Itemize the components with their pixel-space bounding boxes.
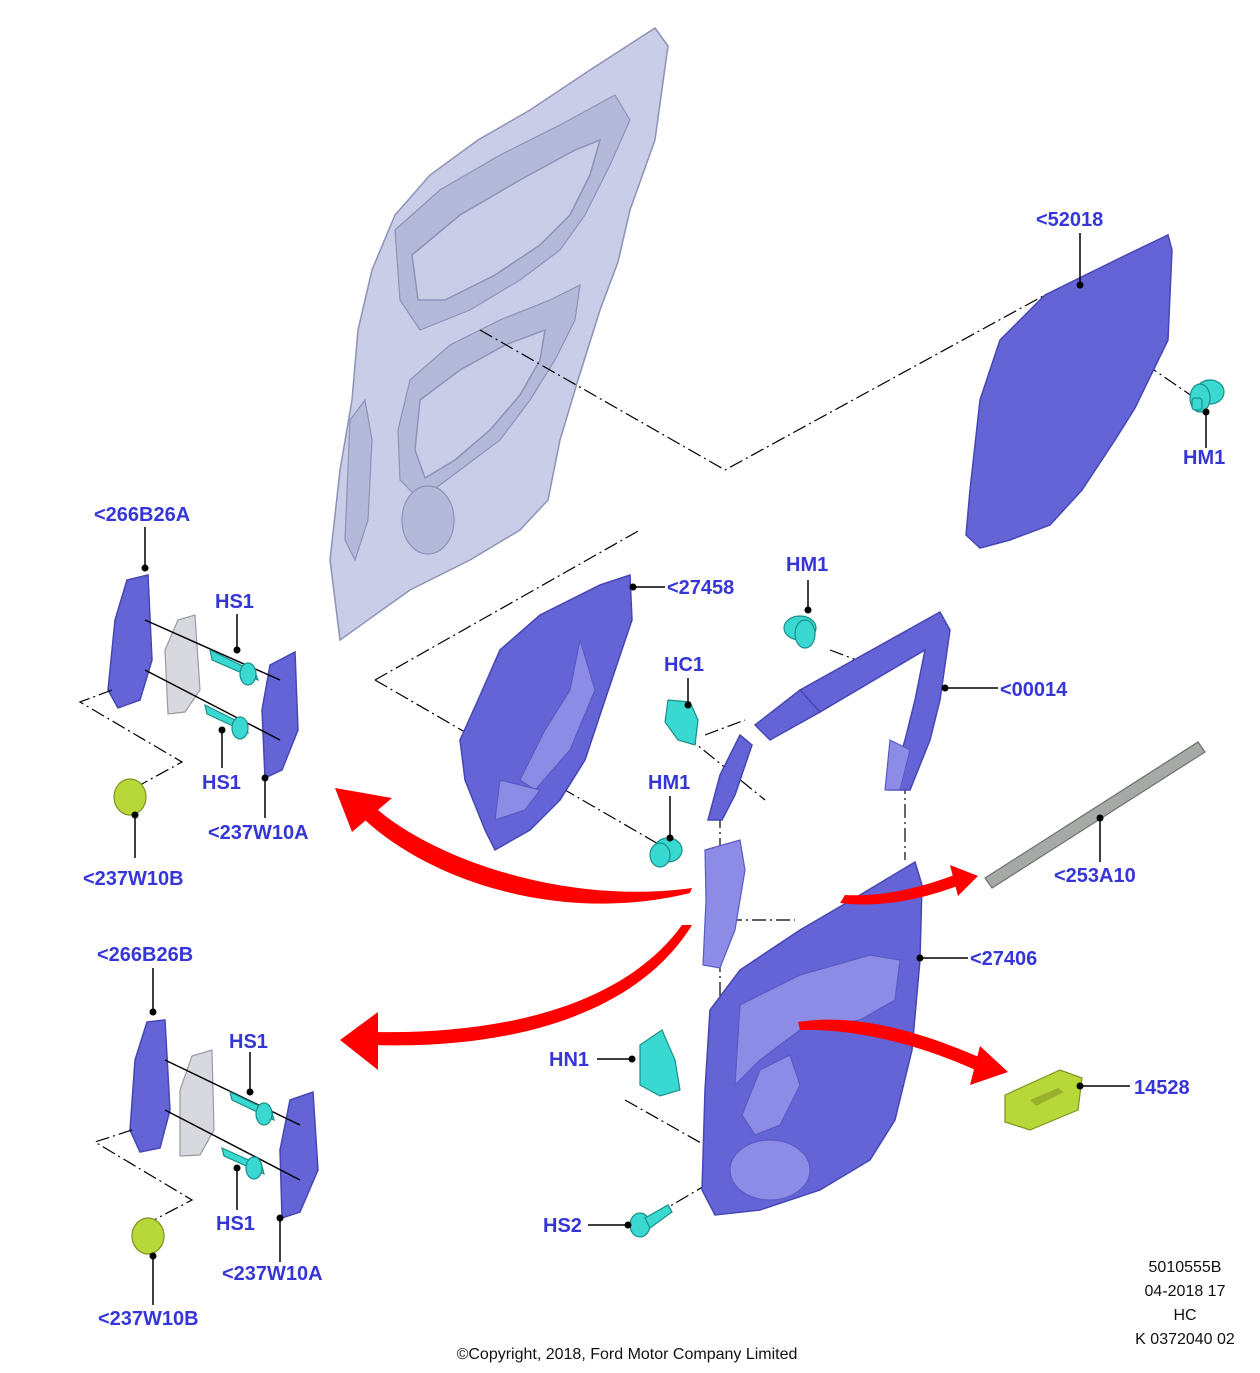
label-00014: <00014 (1000, 679, 1068, 701)
label-253A10: <253A10 (1054, 865, 1136, 887)
label-hm1-mid: HM1 (648, 772, 690, 794)
date-code: 04-2018 17 (1145, 1283, 1226, 1300)
insulator-27458 (459, 573, 633, 852)
label-hs1-top-b: HS1 (202, 772, 241, 794)
clip-hc1 (664, 699, 699, 746)
label-266B26A: <266B26A (94, 504, 190, 526)
label-237W10B-top: <237W10B (83, 868, 184, 890)
window-switch-14528 (1004, 1069, 1083, 1131)
screw-hs2 (629, 1204, 673, 1238)
label-hm1-mid-top: HM1 (786, 554, 828, 576)
handle-assembly-266B26A (78, 574, 299, 816)
arrow-to-weatherstrip (840, 874, 960, 905)
arrow-head-handle-b (340, 1012, 378, 1070)
label-237W10A-bot: <237W10A (222, 1263, 323, 1285)
leader-lines (131, 233, 1210, 1305)
label-237W10A-top: <237W10A (208, 822, 309, 844)
arrow-to-switch (798, 1019, 990, 1074)
label-hs1-top-a: HS1 (215, 591, 254, 613)
label-hc1: HC1 (664, 654, 704, 676)
label-hm1-right: HM1 (1183, 447, 1225, 469)
label-266B26B: <266B26B (97, 944, 193, 966)
handle-assembly-266B26B (93, 1019, 319, 1255)
window-trim-00014 (707, 610, 951, 821)
label-52018: <52018 (1036, 209, 1103, 231)
arrow-head-handle-a (335, 788, 392, 832)
label-hs2: HS2 (543, 1215, 582, 1237)
label-14528: 14528 (1134, 1077, 1190, 1099)
label-27458: <27458 (667, 577, 734, 599)
arrow-head-switch (970, 1046, 1008, 1085)
push-pin-clip-hm1-mid (649, 837, 683, 868)
watershield-52018 (965, 233, 1173, 549)
label-27406: <27406 (970, 948, 1037, 970)
push-pin-clip-hm1-right (1189, 379, 1225, 413)
footer-info: 5010555B 04-2018 17 HC K 0372040 02 ©Cop… (457, 1259, 1235, 1363)
copyright: ©Copyright, 2018, Ford Motor Company Lim… (457, 1346, 798, 1363)
red-arrows (335, 788, 1008, 1085)
callout-labels: <52018 HM1 <266B26A HS1 HS1 <237W10A <23… (83, 209, 1225, 1330)
inner-door-shell (329, 26, 669, 642)
arrow-to-handle-b (372, 925, 692, 1046)
label-hs1-bot-b: HS1 (216, 1213, 255, 1235)
clip-hn1 (639, 1029, 681, 1097)
doc-code: K 0372040 02 (1135, 1331, 1235, 1348)
arrow-head-weatherstrip (950, 865, 978, 896)
arrow-to-handle-a (365, 810, 692, 904)
label-hs1-bot-a: HS1 (229, 1031, 268, 1053)
label-237W10B-bot: <237W10B (98, 1308, 199, 1330)
region-code: HC (1173, 1307, 1196, 1324)
label-hn1: HN1 (549, 1049, 589, 1071)
push-pin-clip-hm1-mid-top (783, 615, 817, 649)
weatherstrip-253A10 (984, 741, 1206, 889)
ref-number: 5010555B (1149, 1259, 1222, 1276)
